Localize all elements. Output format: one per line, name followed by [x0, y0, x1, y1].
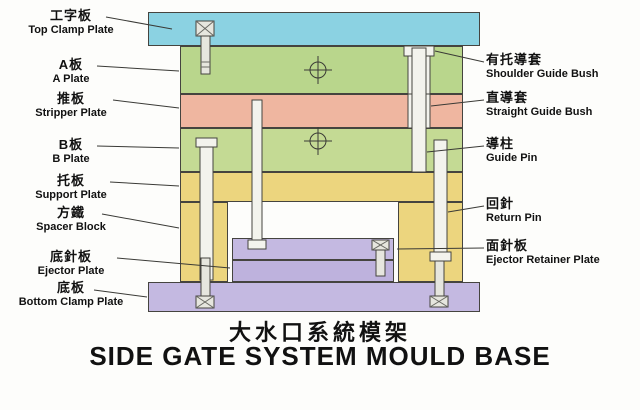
label-ejector-plate: 底針板 Ejector Plate [0, 249, 142, 278]
label-shoulder-guide-bush: 有托導套 Shoulder Guide Bush [486, 52, 640, 81]
label-spacer-block: 方鐵 Spacer Block [0, 205, 142, 234]
label-en: Shoulder Guide Bush [486, 67, 599, 80]
label-en: Spacer Block [36, 220, 106, 233]
label-stripper-plate: 推板 Stripper Plate [0, 91, 142, 120]
label-zh: 有托導套 [486, 52, 543, 67]
label-en: A Plate [52, 72, 90, 85]
label-a-plate: A板 A Plate [0, 57, 142, 86]
label-zh: 底板 [56, 280, 85, 295]
label-zh: 方鐵 [56, 205, 85, 220]
label-top-clamp-plate: 工字板 Top Clamp Plate [0, 8, 142, 37]
spacer-block-left [180, 202, 228, 282]
label-en: Ejector Plate [37, 264, 105, 277]
diagram-title-en: SIDE GATE SYSTEM MOULD BASE [89, 341, 551, 371]
label-zh: 工字板 [49, 8, 92, 23]
label-en: Return Pin [486, 211, 542, 224]
label-en: Support Plate [35, 188, 107, 201]
label-zh: 直導套 [486, 90, 529, 105]
label-bottom-clamp-plate: 底板 Bottom Clamp Plate [0, 280, 142, 309]
support-plate [180, 172, 463, 202]
b-plate [180, 128, 463, 172]
label-zh: 推板 [56, 91, 85, 106]
ejector-retainer-plate [232, 238, 394, 260]
label-zh: 導柱 [486, 136, 515, 151]
label-ejector-retainer-plate: 面針板 Ejector Retainer Plate [486, 238, 640, 267]
label-zh: A板 [58, 57, 84, 72]
label-zh: 底針板 [49, 249, 92, 264]
label-zh: 托板 [56, 173, 85, 188]
label-b-plate: B板 B Plate [0, 137, 142, 166]
label-en: Ejector Retainer Plate [486, 253, 600, 266]
label-zh: B板 [58, 137, 84, 152]
label-support-plate: 托板 Support Plate [0, 173, 142, 202]
label-zh: 回針 [486, 196, 515, 211]
diagram-title-zh: 大水口系統模架 [228, 320, 411, 345]
label-en: Stripper Plate [35, 106, 107, 119]
stripper-plate [180, 94, 463, 128]
label-return-pin: 回針 Return Pin [486, 196, 640, 225]
label-zh: 面針板 [486, 238, 529, 253]
label-en: Top Clamp Plate [28, 23, 114, 36]
label-en: Straight Guide Bush [486, 105, 593, 118]
label-en: Guide Pin [486, 151, 538, 164]
label-en: Bottom Clamp Plate [18, 295, 124, 308]
ejector-plate [232, 260, 394, 282]
a-plate [180, 46, 463, 94]
bottom-clamp-plate [148, 282, 480, 312]
label-guide-pin: 導柱 Guide Pin [486, 136, 640, 165]
spacer-block-right [398, 202, 463, 282]
label-straight-guide-bush: 直導套 Straight Guide Bush [486, 90, 640, 119]
top-clamp-plate [148, 12, 480, 46]
label-en: B Plate [52, 152, 90, 165]
